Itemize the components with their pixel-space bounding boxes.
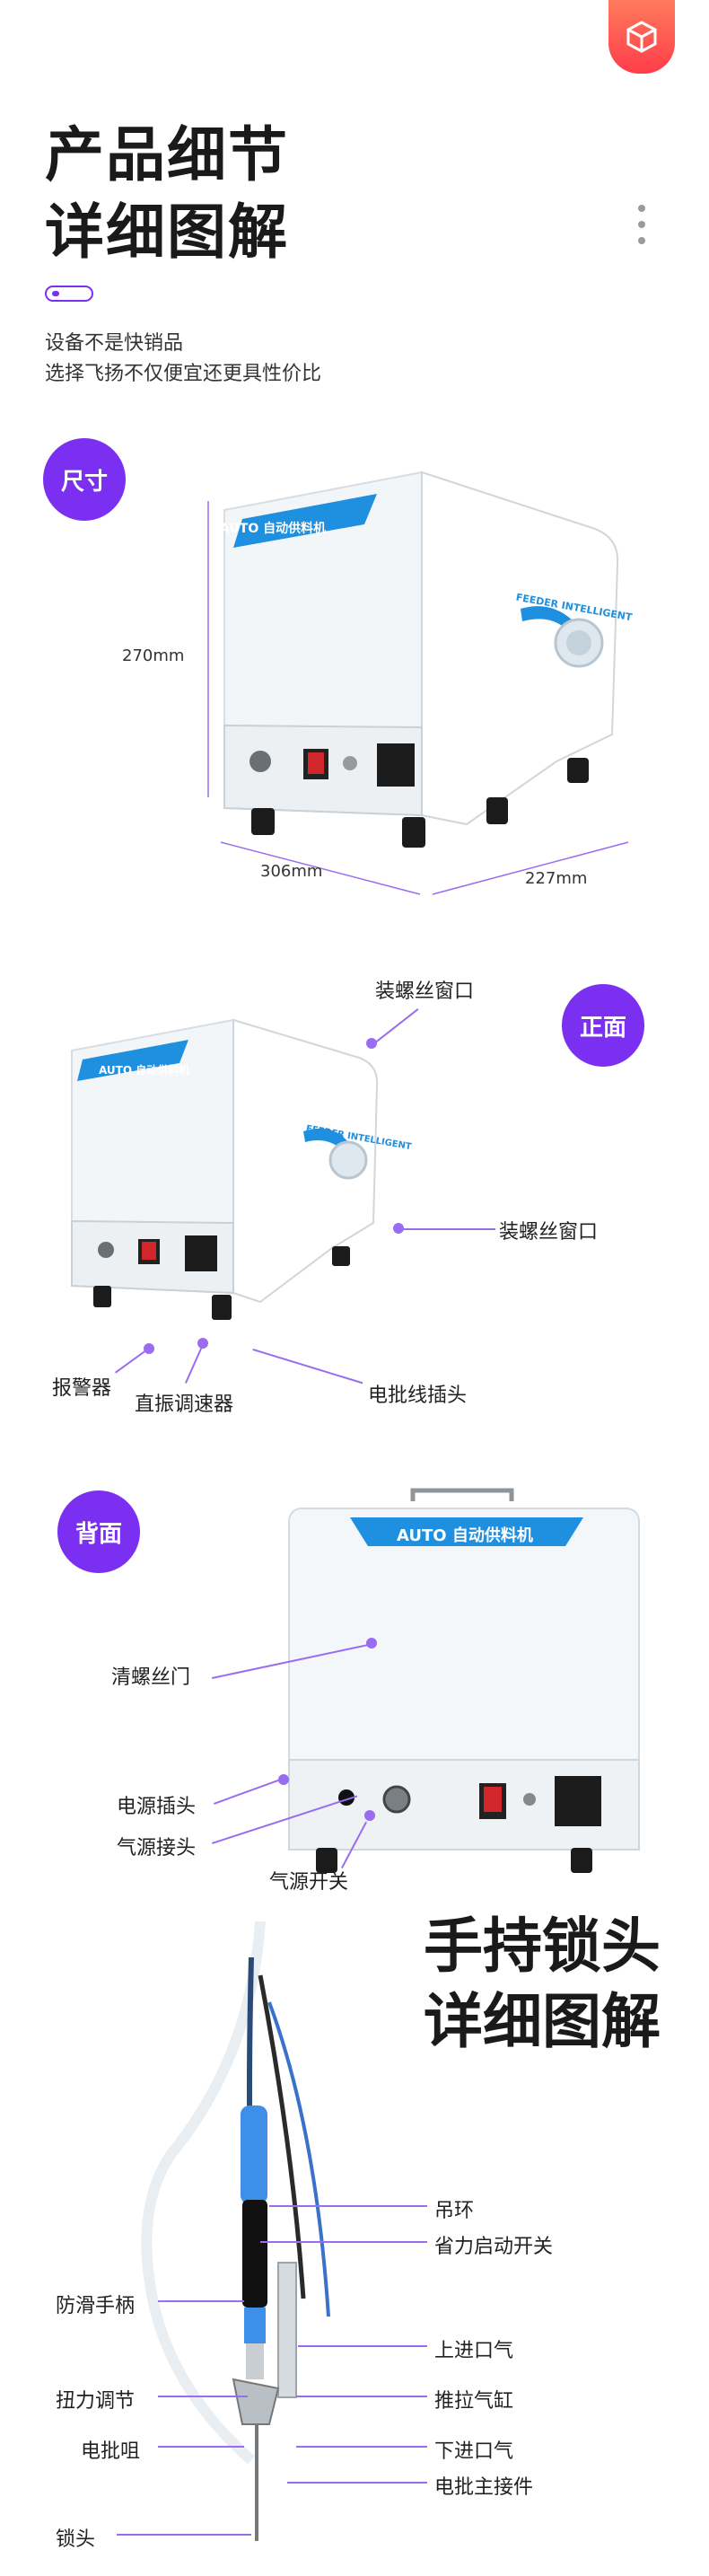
- callout-dot: [366, 1638, 377, 1648]
- size-machine-label: AUTO 自动供料机: [220, 522, 327, 536]
- box-icon: [626, 21, 657, 53]
- callout-main-connector: 电批主接件: [434, 2476, 534, 2499]
- callout-alarm: 报警器: [52, 1377, 112, 1400]
- leader-line: [260, 2241, 427, 2243]
- callout-screwdriver-plug: 电批线插头: [368, 1385, 468, 1407]
- leader-line: [296, 2396, 427, 2397]
- subtitle-line2: 选择飞扬不仅便宜还更具性价比: [45, 363, 322, 385]
- callout-lock-head: 锁头: [56, 2528, 96, 2551]
- callout-upper-air-inlet: 上进口气: [434, 2340, 514, 2362]
- callout-air-switch: 气源开关: [269, 1871, 349, 1894]
- leader-line: [402, 1228, 495, 1230]
- leader-line: [296, 2446, 427, 2448]
- handheld-title-line2: 详细图解: [424, 1987, 661, 2056]
- depth-dimension: 227mm: [525, 869, 588, 888]
- feeder-front-image: [71, 1018, 379, 1320]
- callout-hanging-ring: 吊环: [434, 2200, 475, 2222]
- back-machine-label: AUTO 自动供料机: [397, 1526, 533, 1545]
- callout-antislip-handle: 防滑手柄: [56, 2295, 136, 2317]
- callout-dot: [197, 1338, 208, 1349]
- callout-start-switch: 省力启动开关: [434, 2236, 554, 2258]
- callout-dot: [364, 1810, 375, 1821]
- subtitle-line1: 设备不是快销品: [45, 332, 184, 355]
- callout-lower-air-inlet: 下进口气: [434, 2440, 514, 2463]
- leader-line: [158, 2300, 244, 2302]
- callout-screw-clean-door: 清螺丝门: [111, 1666, 191, 1689]
- callout-screw-window-right: 装螺丝窗口: [499, 1221, 599, 1244]
- callout-dot: [144, 1343, 154, 1354]
- feeder-back-image: [288, 1488, 640, 1873]
- callout-dot: [366, 1038, 377, 1049]
- leader-line: [298, 2345, 427, 2347]
- callout-bit-nozzle: 电批咀: [81, 2440, 141, 2463]
- front-badge: 正面: [562, 984, 644, 1067]
- screwdriver-image: [141, 1921, 330, 2541]
- leader-line: [158, 2446, 244, 2448]
- callout-dot: [278, 1774, 289, 1785]
- callout-vibration-speed: 直振调速器: [135, 1394, 234, 1416]
- front-machine-label: AUTO 自动供料机: [99, 1064, 190, 1077]
- leader-line: [269, 2205, 427, 2207]
- callout-torque-adjust: 扭力调节: [56, 2390, 136, 2413]
- slider-indicator: [45, 286, 93, 302]
- size-badge: 尺寸: [43, 438, 126, 521]
- leader-line: [287, 2482, 427, 2484]
- feeder-machine-image: [207, 470, 629, 895]
- callout-push-pull-cylinder: 推拉气缸: [434, 2390, 514, 2413]
- handheld-title-line1: 手持锁头: [424, 1912, 661, 1981]
- back-badge: 背面: [57, 1490, 140, 1573]
- callout-air-connector: 气源接头: [117, 1837, 197, 1859]
- more-menu-icon[interactable]: [638, 205, 645, 253]
- box-tag-icon[interactable]: [608, 0, 675, 74]
- leader-line: [158, 2396, 248, 2397]
- page-title-line2: 详细图解: [45, 198, 289, 267]
- callout-screw-window-top: 装螺丝窗口: [375, 980, 475, 1003]
- callout-power-plug: 电源插头: [117, 1796, 197, 1818]
- callout-dot: [393, 1223, 404, 1234]
- leader-line: [117, 2534, 251, 2536]
- page-title-line1: 产品细节: [45, 120, 289, 189]
- height-dimension: 270mm: [122, 646, 185, 665]
- width-dimension: 306mm: [260, 862, 323, 881]
